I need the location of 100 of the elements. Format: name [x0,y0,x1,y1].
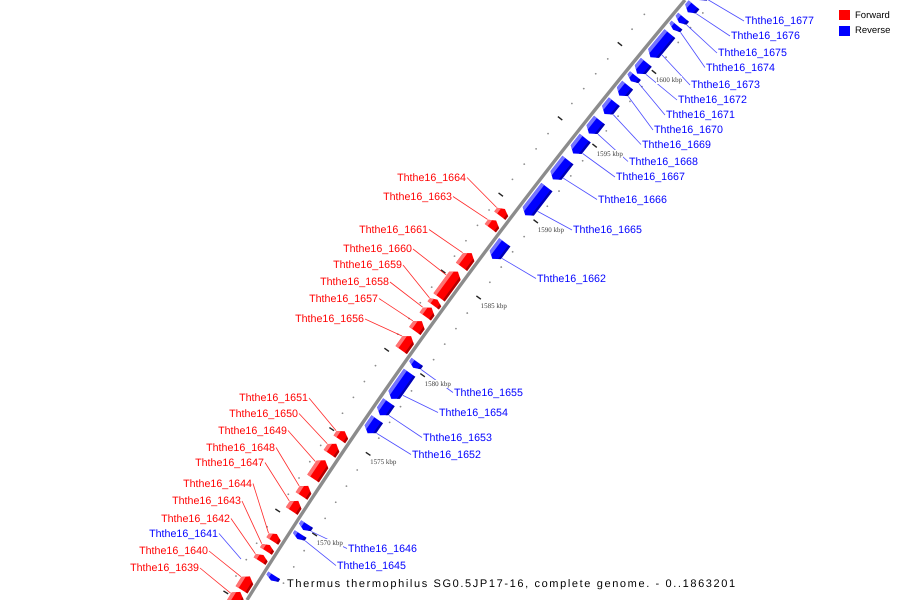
leader-line [402,394,438,413]
gene-block [236,576,254,594]
gene-label: Ththe16_1654 [439,406,508,418]
gene-block [364,415,383,434]
gene-label: Ththe16_1642 [161,512,230,524]
gene-block [307,460,328,482]
gene-block [602,97,620,114]
gene-block [456,252,474,271]
gene-block [428,298,442,310]
gene-block [299,520,313,532]
gene-label: Ththe16_1651 [239,392,308,404]
gene-block [685,0,700,14]
gene-label: Ththe16_1647 [195,456,264,468]
gene-block [420,308,434,321]
gene-label: Ththe16_1656 [295,313,364,325]
leader-line [378,298,414,322]
gene-block [522,182,552,216]
leader-line [390,282,424,308]
legend-label: Reverse [855,25,890,36]
leader-line [218,533,242,560]
leader-line [562,178,598,200]
gene-block [388,368,416,399]
leader-line [537,211,572,230]
leader-line [502,258,536,279]
genome-title: Thermus thermophilus SG0.5JP17-16, complete genome. - 0..1863201 [287,578,737,590]
leader-line [708,0,744,22]
leader-line [288,430,316,462]
gene-label: Ththe16_1655 [454,386,523,398]
gene-block [266,572,280,582]
leader-line [428,229,464,254]
gene-label: Ththe16_1668 [629,156,698,168]
gene-block [550,156,574,180]
gene-label: Ththe16_1661 [359,224,428,236]
leader-line [686,24,718,54]
gene-block [396,336,414,354]
leader-line [276,447,300,486]
gene-block [377,398,395,416]
gene-block [254,554,268,565]
gene-block [324,444,340,458]
gene-label: Ththe16_1648 [206,442,275,454]
gene-block [292,530,307,541]
gene-block [570,134,591,154]
gene-label: Ththe16_1650 [229,408,298,420]
leader-line [582,153,616,178]
gene-label: Ththe16_1667 [616,171,685,183]
gene-label: Ththe16_1665 [573,224,642,236]
gene-label: Ththe16_1673 [691,79,760,91]
gene-label: Ththe16_1675 [718,47,787,59]
leader-line [308,398,336,432]
legend-label: Forward [855,10,890,20]
leader-line [252,483,269,534]
gene-block [260,544,274,555]
gene-block [484,220,500,232]
gene-block [648,29,676,58]
gene-block [266,533,281,545]
gene-label: Ththe16_1660 [343,243,412,255]
gene-label: Ththe16_1649 [218,424,287,436]
gene-label: Ththe16_1643 [172,495,241,507]
gene-label: Ththe16_1677 [745,15,814,27]
leader-line [376,432,412,455]
gene-block [676,12,689,25]
leader-line [696,13,730,36]
leader-line [628,96,654,130]
leader-line [452,196,488,220]
gene-label: Ththe16_1639 [130,562,199,574]
gene-label: Ththe16_1640 [139,545,208,557]
gene-label: Ththe16_1645 [337,560,406,572]
gene-label: Ththe16_1671 [666,109,735,121]
gene-label: Ththe16_1664 [397,172,466,184]
leader-line [613,114,642,145]
gene-label: Ththe16_1644 [183,478,252,490]
gene-block [616,80,634,96]
gene-block [586,116,605,134]
leader-line [402,264,430,298]
leader-line [200,568,232,594]
leader-line [364,318,402,336]
leader-line [264,462,290,502]
gene-label: Ththe16_1669 [642,138,711,150]
gene-label: Ththe16_1676 [731,30,800,42]
gene-block [490,238,510,260]
gene-block [494,208,508,220]
gene-label: Ththe16_1674 [706,62,775,74]
leader-line [638,83,666,116]
leader-line [304,540,336,566]
leader-line [388,415,422,438]
leader-line [680,32,706,68]
gene-label: Ththe16_1666 [598,194,667,206]
leader-line [208,550,242,578]
gene-label: Ththe16_1672 [678,94,747,106]
gene-block [669,20,682,32]
gene-label: Ththe16_1646 [348,542,417,554]
gene-block [286,500,302,515]
gene-label: Ththe16_1641 [149,528,218,540]
gene-block [409,321,425,336]
gene-label: Ththe16_1670 [654,124,723,136]
gene-label: Ththe16_1663 [383,190,452,202]
gene-block [334,430,348,444]
gene-block [634,58,652,74]
gene-label: Ththe16_1658 [320,276,389,288]
gene-label: Ththe16_1653 [423,432,492,444]
